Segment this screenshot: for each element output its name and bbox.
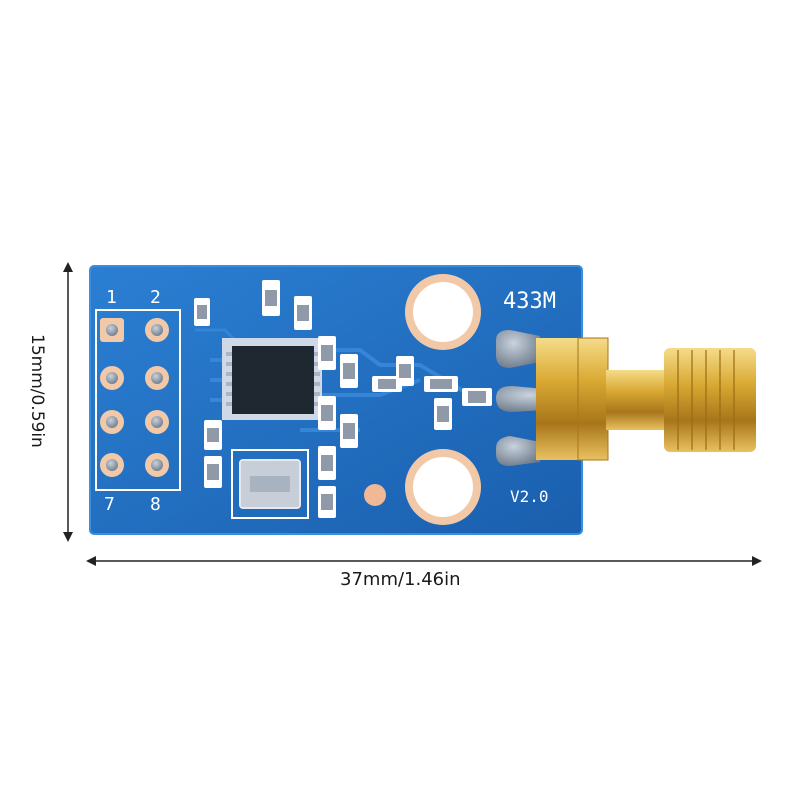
width-dimension-line — [86, 556, 762, 566]
mounting-holes — [364, 274, 481, 525]
smd-components — [194, 280, 492, 518]
pin-label-8: 8 — [150, 494, 161, 515]
pin-label-1: 1 — [106, 287, 117, 308]
height-dimension-line — [63, 262, 73, 542]
pin-header — [100, 318, 169, 477]
pin-label-2: 2 — [150, 287, 161, 308]
crystal-oscillator — [231, 449, 309, 519]
frequency-label: 433M — [503, 289, 556, 314]
pin-label-7: 7 — [104, 494, 115, 515]
height-dimension-label: 15mm/0.59in — [27, 334, 47, 448]
sma-antenna-connector — [496, 330, 756, 466]
rf-transceiver-chip — [222, 338, 322, 420]
width-dimension-label: 37mm/1.46in — [340, 569, 461, 590]
version-label: V2.0 — [510, 487, 549, 506]
